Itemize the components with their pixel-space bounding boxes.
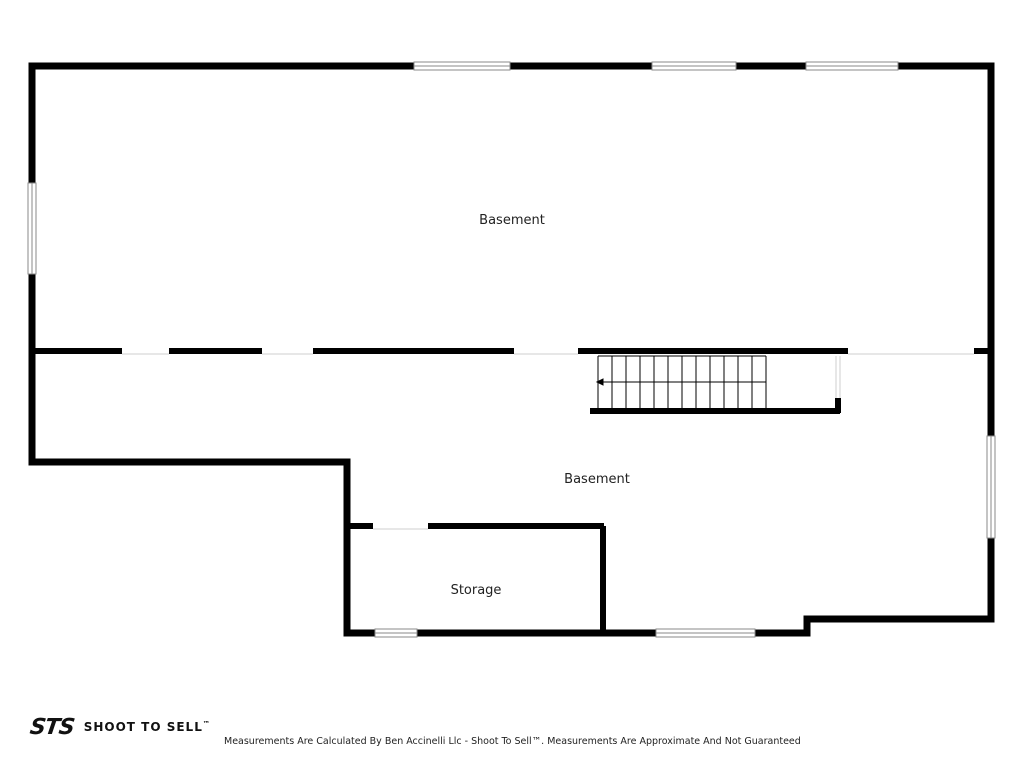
room-label-basement-upper: Basement	[479, 213, 545, 228]
staircase	[595, 355, 767, 408]
brand-logo: STS SHOOT TO SELL™	[28, 712, 211, 742]
logo-trademark: ™	[202, 720, 211, 728]
floor-plan: Basement Basement Storage	[27, 61, 996, 638]
logo-wordmark: SHOOT TO SELL	[83, 720, 203, 734]
measurement-disclaimer: Measurements Are Calculated By Ben Accin…	[224, 736, 801, 747]
room-label-basement-lower: Basement	[564, 472, 630, 487]
openings	[122, 353, 974, 530]
logo-text: SHOOT TO SELL™	[84, 720, 211, 734]
room-label-storage: Storage	[451, 583, 502, 598]
exterior-walls	[28, 62, 995, 637]
logo-mark: STS	[28, 714, 76, 740]
windows	[27, 61, 996, 638]
interior-walls	[32, 348, 991, 633]
stair-arrow-icon	[595, 378, 604, 386]
